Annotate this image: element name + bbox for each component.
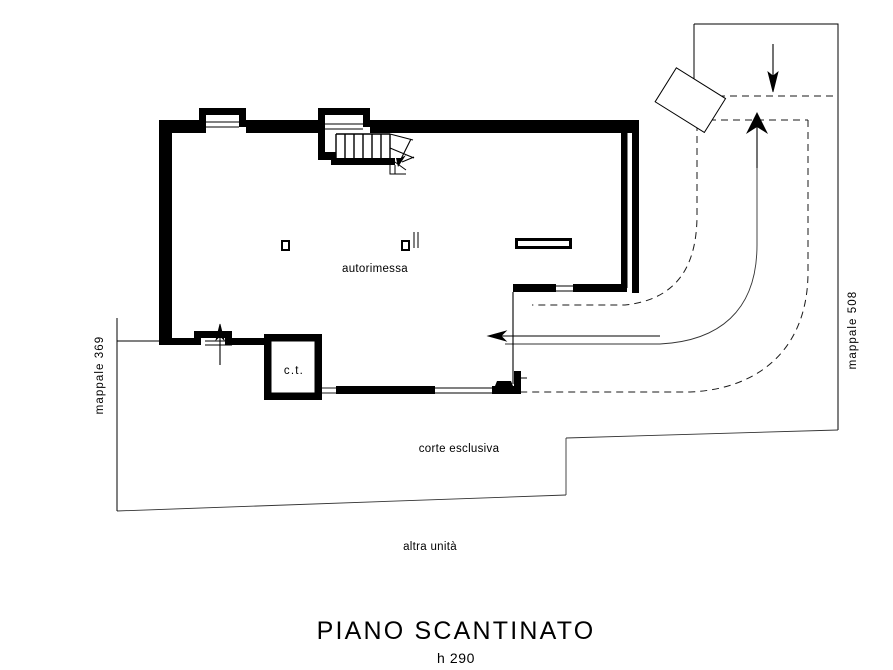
boundary-label-parcel-508: mappale 508: [847, 291, 859, 370]
garage-fixtures: [281, 232, 572, 251]
courtyard-direction-arrow-icon: [486, 292, 660, 384]
area-label-courtyard: corte esclusiva: [419, 443, 500, 455]
staircase: [331, 133, 415, 175]
garage-walls: [159, 108, 639, 400]
ramp-entry-arrow-icon: [767, 44, 779, 93]
page-title: PIANO SCANTINATO: [317, 617, 596, 645]
window-direction-arrow-icon: [215, 323, 225, 365]
ramp-exit-arrow-icon: [746, 112, 768, 168]
room-label-boiler-room: c.t.: [284, 365, 304, 377]
driveway-ramp: [505, 95, 838, 393]
property-boundary-outline: [116, 23, 839, 512]
hatched-gate-icon: [654, 67, 727, 134]
room-label-garage: autorimessa: [342, 263, 408, 275]
area-label-other-unit: altra unità: [403, 541, 457, 553]
page-subtitle: h 290: [437, 650, 475, 666]
boundary-label-parcel-369: mappale 369: [94, 336, 106, 415]
